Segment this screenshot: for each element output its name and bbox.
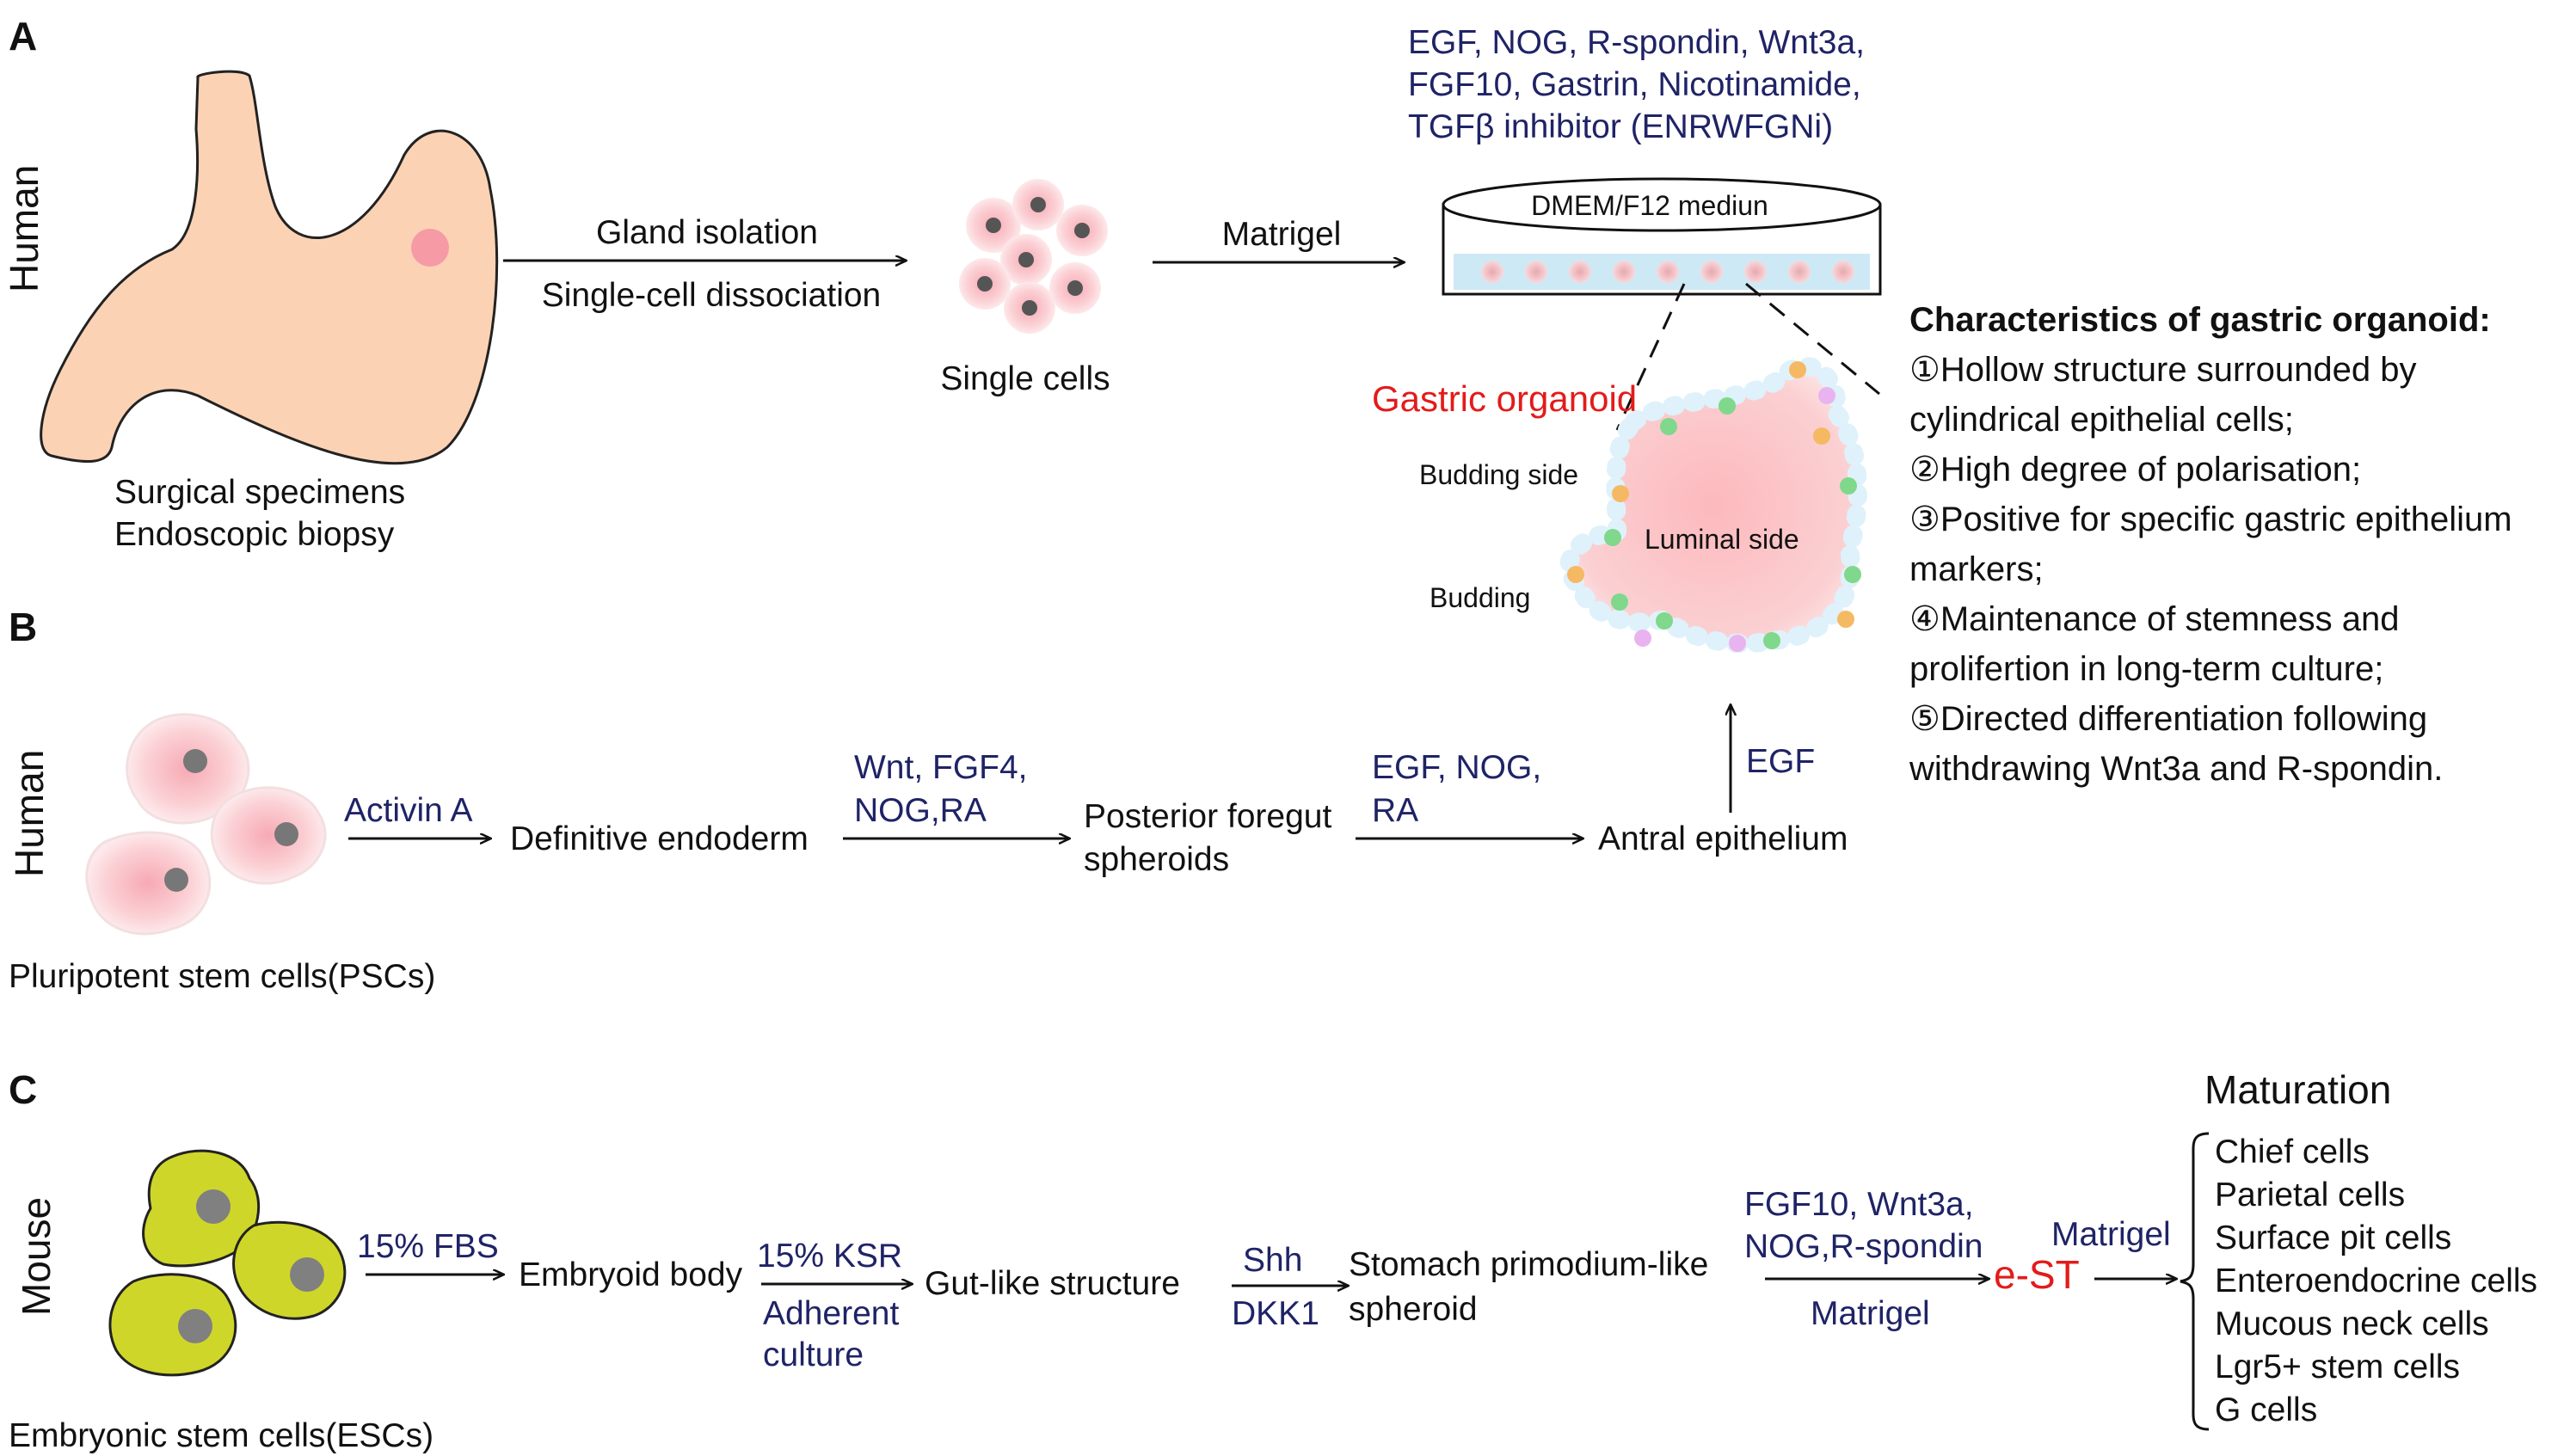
factors-line-2: FGF10, Gastrin, Nicotinamide,	[1408, 66, 1861, 103]
single-cells-cluster	[959, 179, 1108, 334]
panel-a-species: Human	[2, 165, 46, 292]
b-stage-3: Antral epithelium	[1598, 820, 1848, 857]
maturation-brace	[2180, 1132, 2210, 1431]
dish-label: DMEM/F12 mediun	[1531, 190, 1768, 221]
characteristics-title: Characteristics of gastric organoid:	[1909, 301, 2491, 339]
characteristics-text: Characteristics of gastric organoid: ①Ho…	[1909, 301, 2512, 788]
c-stage-3-line-1: Stomach primodium-like	[1349, 1246, 1708, 1283]
maturation-title: Maturation	[2204, 1067, 2391, 1112]
panel-b-species: Human	[7, 750, 52, 877]
c-factor-4-line-1: FGF10, Wnt3a,	[1744, 1186, 1974, 1223]
char-line-3: ②High degree of polarisation;	[1909, 451, 2361, 488]
organoid-title: Gastric organoid	[1372, 378, 1637, 419]
zoom-line-left	[1615, 283, 1686, 431]
c-factor-3-line-1: Shh	[1243, 1242, 1302, 1279]
c-factor-1: 15% FBS	[357, 1228, 499, 1265]
c-stage-1: Embryoid body	[519, 1256, 743, 1293]
esc-cells	[108, 1149, 347, 1377]
b-factor-2-line-2: NOG,RA	[854, 792, 987, 829]
b-factor-4: EGF	[1746, 743, 1815, 780]
b-factor-3-line-1: EGF, NOG,	[1372, 749, 1541, 786]
b-stage-1: Definitive endoderm	[510, 820, 809, 857]
b-factor-2-line-1: Wnt, FGF4,	[854, 749, 1028, 786]
step1-line-1: Gland isolation	[596, 214, 818, 251]
single-cells-label: Single cells	[940, 360, 1110, 397]
step1-line-2: Single-cell dissociation	[542, 277, 882, 314]
b-factor-3-line-2: RA	[1372, 792, 1418, 829]
c-factor-2-line-3: culture	[763, 1336, 864, 1373]
cell-type-2: Parietal cells	[2215, 1176, 2405, 1213]
c-factor-4-line-2: NOG,R-spondin	[1744, 1228, 1983, 1265]
budding-label: Budding	[1430, 582, 1530, 613]
panel-c-label: C	[9, 1067, 37, 1112]
b-stage-2-line-2: spheroids	[1084, 841, 1229, 878]
char-line-2: cylindrical epithelial cells;	[1909, 401, 2294, 439]
c-factor-2-line-2: Adherent	[763, 1295, 899, 1332]
c-stage-2: Gut-like structure	[925, 1265, 1180, 1302]
source-line-2: Endoscopic biopsy	[114, 516, 395, 553]
char-line-5: markers;	[1909, 550, 2044, 588]
panel-a-label: A	[9, 14, 37, 58]
gastric-organoid	[1559, 356, 1867, 654]
factors-line-1: EGF, NOG, R-spondin, Wnt3a,	[1408, 24, 1865, 61]
char-line-1: ①Hollow structure surrounded by	[1909, 351, 2416, 389]
psc-label: Pluripotent stem cells(PSCs)	[9, 958, 435, 995]
c-factor-4-line-3: Matrigel	[1811, 1295, 1930, 1332]
cell-type-3: Surface pit cells	[2215, 1219, 2451, 1256]
panel-c: C Mouse Embryonic stem cells(ESCs) 15% F…	[9, 1067, 2537, 1454]
cell-type-5: Mucous neck cells	[2215, 1305, 2489, 1342]
c-factor-5: Matrigel	[2051, 1216, 2171, 1253]
culture-dish	[1442, 177, 1882, 296]
c-stage-3-line-2: spheroid	[1349, 1291, 1478, 1328]
b-stage-2-line-1: Posterior foregut	[1084, 798, 1331, 835]
char-line-9: withdrawing Wnt3a and R-spondin.	[1909, 750, 2443, 788]
est-label: e-ST	[1994, 1252, 2080, 1297]
psc-cells	[85, 713, 327, 936]
factors-line-3: TGFβ inhibitor (ENRWFGNi)	[1408, 108, 1833, 145]
source-line-1: Surgical specimens	[114, 474, 405, 511]
panel-b: B Human Pluripotent stem cells(PSCs) Act…	[7, 605, 1848, 995]
lesion-dot	[411, 229, 449, 267]
cell-type-7: G cells	[2215, 1391, 2317, 1428]
esc-label: Embryonic stem cells(ESCs)	[9, 1417, 433, 1454]
stomach-illustration	[40, 70, 499, 465]
char-line-7: prolifertion in long-term culture;	[1909, 650, 2383, 688]
c-factor-3-line-2: DKK1	[1232, 1295, 1319, 1332]
panel-c-species: Mouse	[14, 1197, 58, 1316]
panel-b-label: B	[9, 605, 37, 649]
char-line-8: ⑤Directed differentiation following	[1909, 700, 2427, 738]
c-factor-2-line-1: 15% KSR	[757, 1238, 902, 1275]
char-line-4: ③Positive for specific gastric epitheliu…	[1909, 501, 2512, 538]
budding-side-label: Budding side	[1419, 459, 1578, 490]
b-factor-1: Activin A	[344, 792, 473, 829]
panel-a: A Human Surgical specimens Endoscopic bi…	[2, 14, 1882, 654]
cell-type-4: Enteroendocrine cells	[2215, 1262, 2537, 1299]
matrigel-label: Matrigel	[1222, 216, 1342, 253]
luminal-side-label: Luminal side	[1645, 524, 1799, 555]
cell-type-6: Lgr5+ stem cells	[2215, 1348, 2460, 1385]
char-line-6: ④Maintenance of stemness and	[1909, 600, 2400, 638]
cell-type-1: Chief cells	[2215, 1133, 2370, 1170]
